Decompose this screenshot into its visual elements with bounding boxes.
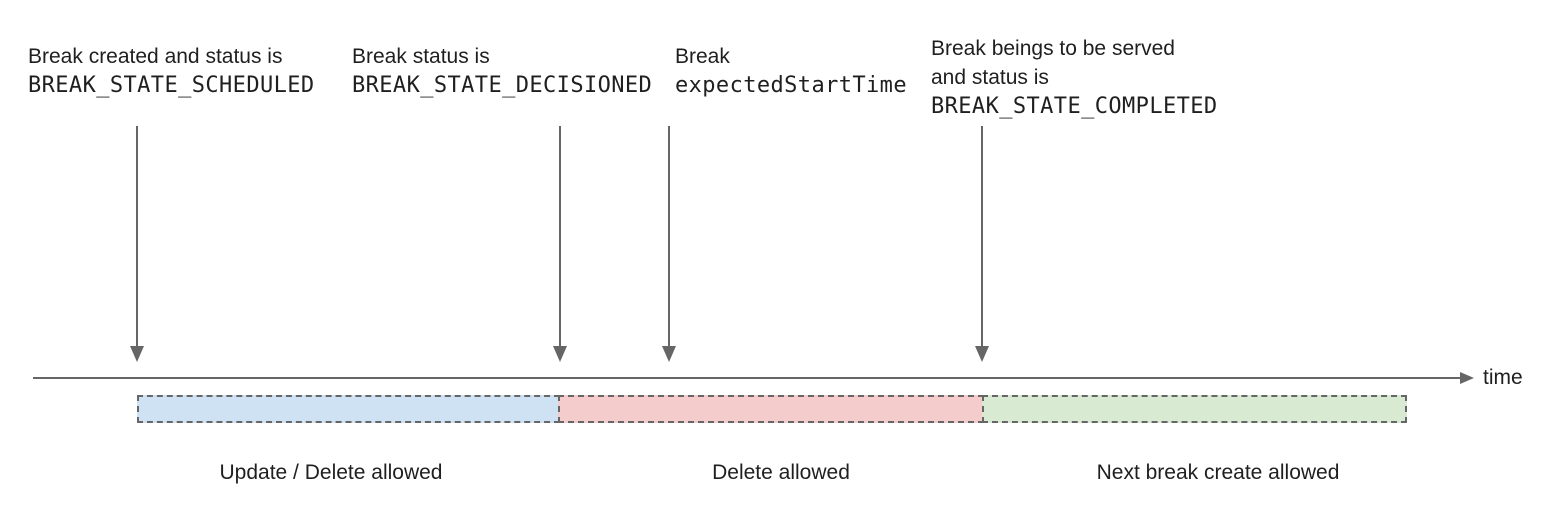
- down-arrow-break-created: [130, 126, 144, 362]
- annotation-text: Break status is: [352, 45, 490, 68]
- annotation-code-text: BREAK_STATE_SCHEDULED: [28, 73, 315, 98]
- arrowhead-down-icon: [662, 346, 676, 362]
- arrowhead-down-icon: [975, 346, 989, 362]
- annotation-text: Break created and status is: [28, 45, 283, 68]
- annotation-code-text: expectedStartTime: [675, 73, 907, 98]
- period-bar: [137, 395, 1407, 423]
- segment-update-delete-allowed: [137, 395, 560, 423]
- time-axis-line: [33, 377, 1461, 379]
- annotation-code-text: BREAK_STATE_DECISIONED: [352, 73, 653, 98]
- time-axis-label: time: [1483, 366, 1523, 389]
- arrow-shaft: [981, 126, 983, 346]
- annotation-break-decisioned: Break status is BREAK_STATE_DECISIONED: [352, 42, 652, 100]
- arrowhead-down-icon: [553, 346, 567, 362]
- annotation-break-completed: Break beings to be served and status is …: [931, 34, 1218, 121]
- down-arrow-break-completed: [975, 126, 989, 362]
- segment-next-break-create-allowed: [982, 395, 1407, 423]
- down-arrow-break-decisioned: [553, 126, 567, 362]
- arrow-shaft: [668, 126, 670, 346]
- arrowhead-down-icon: [130, 346, 144, 362]
- annotation-text: Break: [675, 45, 730, 68]
- arrow-shaft: [136, 126, 138, 346]
- segment-label-update-delete: Update / Delete allowed: [219, 461, 443, 484]
- segment-label-delete: Delete allowed: [712, 461, 850, 484]
- segment-label-next-break: Next break create allowed: [1096, 461, 1340, 484]
- arrow-shaft: [559, 126, 561, 346]
- annotation-break-scheduled: Break created and status is BREAK_STATE_…: [28, 42, 315, 100]
- annotation-expected-start-time: Break expectedStartTime: [675, 42, 907, 100]
- annotation-code-text: BREAK_STATE_COMPLETED: [931, 94, 1218, 119]
- annotation-text: and status is: [931, 66, 1049, 89]
- segment-delete-allowed: [558, 395, 984, 423]
- time-axis-arrowhead-icon: [1460, 372, 1474, 384]
- annotation-text: Break beings to be served: [931, 37, 1175, 60]
- down-arrow-expected-start: [662, 126, 676, 362]
